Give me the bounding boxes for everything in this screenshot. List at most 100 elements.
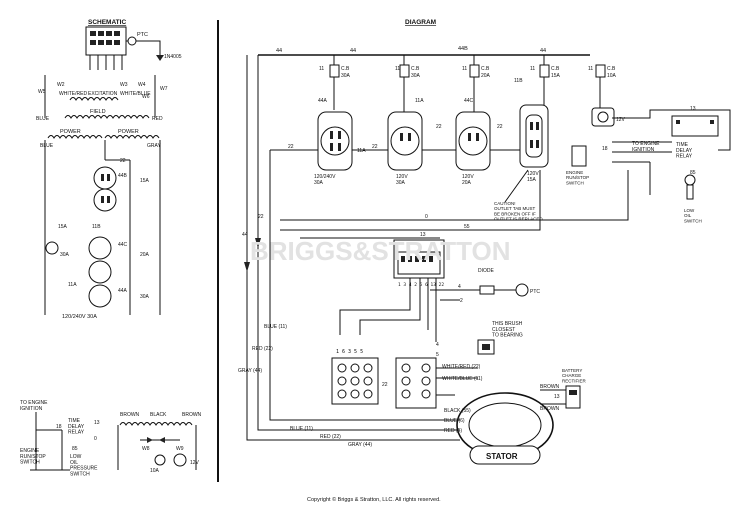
caution-leader xyxy=(504,169,529,203)
diagram-section: DIAGRAM 44 44 44 44B C.B 30A C.B 30A C.B… xyxy=(238,19,731,465)
connector-right xyxy=(395,357,437,409)
schematic-brown-right: BROWN xyxy=(182,412,202,418)
label-white-red: WHITE/RED (22) xyxy=(442,364,481,370)
connector-right-wires xyxy=(436,367,478,396)
schematic-w9: W9 xyxy=(176,446,184,452)
connector-left: 1 6 3 5 5 xyxy=(331,349,379,405)
breaker-30a-cb: C.B xyxy=(341,66,350,72)
label-gray-44: GRAY (44) xyxy=(238,368,262,374)
schematic-w5: W5 xyxy=(38,89,46,95)
wire-gray-44 xyxy=(246,55,460,441)
label-brown-1: BROWN xyxy=(540,384,560,390)
schematic-white-red-label: WHITE/RED xyxy=(59,91,87,97)
rectifier-wires xyxy=(540,389,566,405)
schematic-brown-left: BROWN xyxy=(120,412,140,418)
schematic-black-label: BLACK xyxy=(150,412,167,418)
schematic-blue-lower-label: BLUE xyxy=(40,143,54,149)
schematic-13: 13 xyxy=(94,420,100,426)
schematic-bus-wires xyxy=(44,140,161,315)
label-13-rect: 13 xyxy=(554,394,560,400)
label-44-left: 44 xyxy=(242,232,248,238)
breaker-20a-2-rating: 20A xyxy=(481,73,491,79)
label-11-d: 11 xyxy=(530,66,535,72)
label-22-b: 22 xyxy=(372,144,378,150)
label-11-c: 11 xyxy=(462,66,467,72)
schematic-fuse-icon xyxy=(154,454,166,466)
schematic-white-blue-label: WHITE/BLUE xyxy=(120,91,151,97)
schematic-22: 22 xyxy=(120,158,126,164)
wire-55 xyxy=(280,170,541,231)
label-85: 85 xyxy=(690,170,696,176)
breaker-20a-2: C.B 20A xyxy=(469,64,491,79)
diagram-title: DIAGRAM xyxy=(405,19,436,26)
schematic-field-coil xyxy=(64,115,150,119)
label-red-5: RED (5) xyxy=(444,428,462,434)
breaker-30a: C.B 30A xyxy=(329,64,351,79)
breaker-15a: C.B 15A xyxy=(539,64,561,79)
ptc-icon xyxy=(515,283,529,297)
diode-icon xyxy=(479,285,495,295)
wire-blue-11 xyxy=(269,150,460,421)
schematic-30a-right: 30A xyxy=(140,294,150,300)
label-11-e: 11 xyxy=(588,66,593,72)
schematic-diode-label: 1N4005 xyxy=(164,54,182,60)
label-gray-44-bottom: GRAY (44) xyxy=(348,442,372,448)
stator-label: STATOR xyxy=(486,452,518,461)
schematic-charge-coil xyxy=(119,422,193,426)
label-11-a: 11 xyxy=(319,66,324,72)
connector-left-pins: 1 6 3 5 5 xyxy=(336,349,363,355)
label-11a-bus: 11A xyxy=(357,148,366,154)
schematic-blue-label: BLUE xyxy=(36,116,50,122)
ptc-label: PTC xyxy=(530,289,540,295)
schematic-power-coil-left xyxy=(47,135,103,139)
label-blue-11: BLUE (11) xyxy=(264,324,287,330)
schematic-w3: W3 xyxy=(120,82,128,88)
schematic-power-coil-right xyxy=(104,135,160,139)
label-44-c: 44 xyxy=(540,48,546,54)
schematic-outlet-15a-bottom xyxy=(93,188,117,212)
schematic-10a: 10A xyxy=(150,468,160,474)
socket-12v: 12V xyxy=(591,107,626,127)
schematic-red-label: RED xyxy=(152,116,163,122)
label-55: 55 xyxy=(464,224,470,230)
schematic-ptc-icon xyxy=(127,36,137,46)
schematic-11a: 11A xyxy=(68,282,77,288)
label-13: 13 xyxy=(420,232,426,238)
schematic-outlet-15a-top xyxy=(93,166,117,190)
breaker-20a-1-rating: 30A xyxy=(411,73,421,79)
breaker-20a-1: C.B 30A xyxy=(399,64,421,79)
label-white-blue: WHITE/BLUE (11) xyxy=(442,376,483,382)
schematic-diode-icon xyxy=(156,55,164,61)
breaker-10a-cb: C.B xyxy=(607,66,616,72)
schematic-ptc-label: PTC xyxy=(137,32,148,38)
label-22-c: 22 xyxy=(436,124,442,130)
label-brown-2: BROWN xyxy=(540,406,560,412)
label-red-22-bottom: RED (22) xyxy=(320,434,341,440)
schematic-11b: 11B xyxy=(92,224,101,230)
schematic-w8: W8 xyxy=(142,446,150,452)
diode-label: DIODE xyxy=(478,268,495,274)
relay-wires xyxy=(612,109,731,195)
breaker-10a-rating: 10A xyxy=(607,73,617,79)
schematic-18: 18 xyxy=(56,424,62,430)
schematic-15a-left: 15A xyxy=(58,224,68,230)
